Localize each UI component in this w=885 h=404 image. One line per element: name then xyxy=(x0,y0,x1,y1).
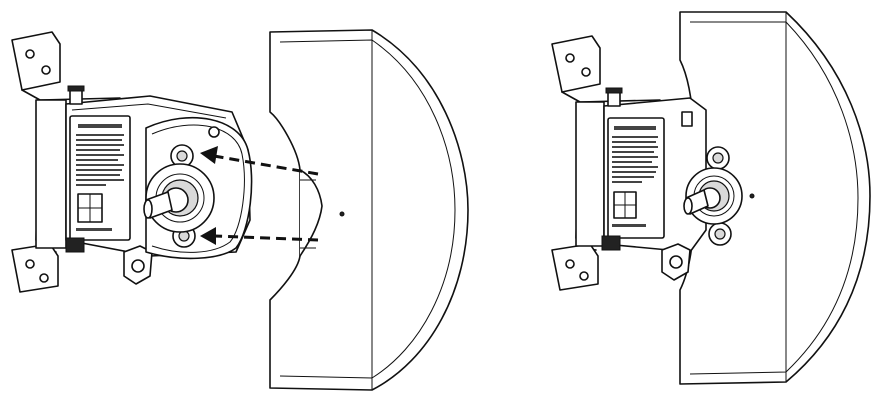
step-2-illustration xyxy=(551,11,871,385)
wall-bracket-right xyxy=(551,35,661,291)
warning-label-text-left xyxy=(76,124,124,231)
alignment-arrow-top xyxy=(200,146,319,176)
adapter-plate-right xyxy=(706,146,732,246)
feed-hub-left xyxy=(143,163,215,233)
step-1-illustration xyxy=(11,29,469,391)
alignment-arrow-bottom xyxy=(200,227,319,245)
mount-body-right xyxy=(601,87,707,281)
feed-hub-right xyxy=(683,167,743,225)
warning-label-text-right xyxy=(612,126,658,227)
dish-reflector-left xyxy=(269,29,469,391)
